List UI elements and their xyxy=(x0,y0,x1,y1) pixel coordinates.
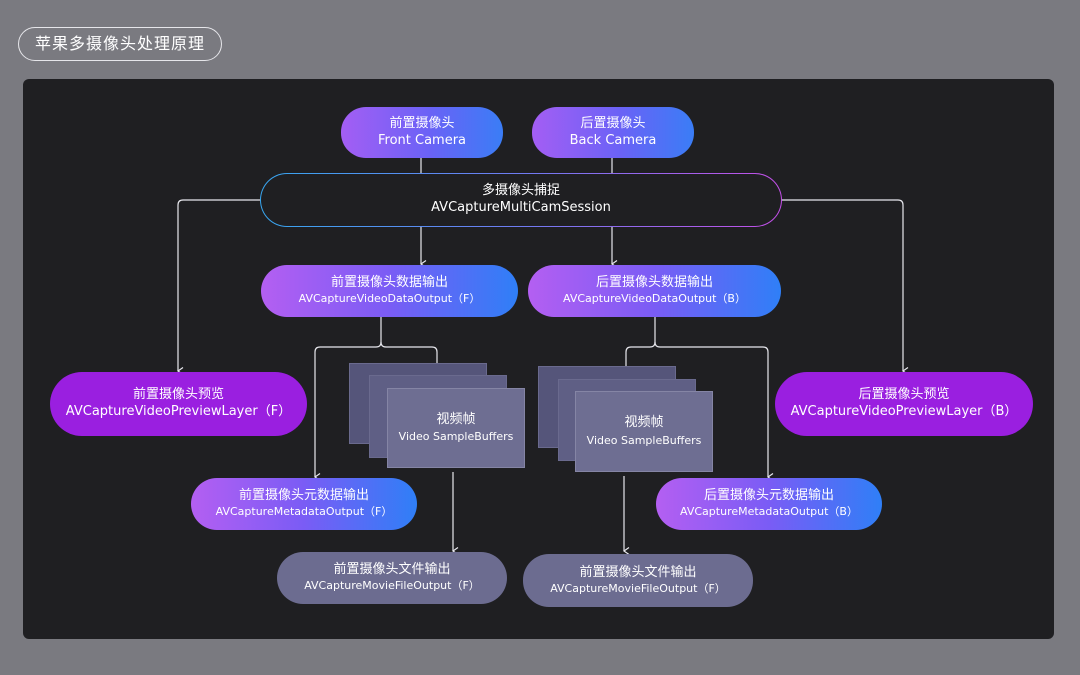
front-metadata-node: 前置摄像头元数据输出 AVCaptureMetadataOutput（F） xyxy=(191,478,417,530)
back-camera-node: 后置摄像头 Back Camera xyxy=(532,107,694,158)
back-frames-sublabel: Video SampleBuffers xyxy=(586,433,702,447)
front-preview-sublabel: AVCaptureVideoPreviewLayer（F） xyxy=(65,404,292,419)
front-metadata-label: 前置摄像头元数据输出 xyxy=(238,488,369,504)
back-data-output-sublabel: AVCaptureVideoDataOutput（B） xyxy=(563,292,746,306)
back-metadata-sublabel: AVCaptureMetadataOutput（B） xyxy=(680,505,858,519)
front-frames-text: 视频帧 Video SampleBuffers xyxy=(387,388,525,468)
front-file-output-node: 前置摄像头文件输出 AVCaptureMovieFileOutput（F） xyxy=(277,552,507,604)
back-file-output-node: 前置摄像头文件输出 AVCaptureMovieFileOutput（F） xyxy=(523,554,753,607)
front-file-output-sublabel: AVCaptureMovieFileOutput（F） xyxy=(304,579,480,593)
back-preview-node: 后置摄像头预览 AVCaptureVideoPreviewLayer（B） xyxy=(775,372,1033,436)
front-camera-label: 前置摄像头 xyxy=(389,115,455,131)
front-data-output-sublabel: AVCaptureVideoDataOutput（F） xyxy=(298,292,481,306)
back-frames-text: 视频帧 Video SampleBuffers xyxy=(575,391,713,472)
front-camera-sublabel: Front Camera xyxy=(377,132,467,148)
front-file-output-label: 前置摄像头文件输出 xyxy=(333,562,451,578)
back-preview-sublabel: AVCaptureVideoPreviewLayer（B） xyxy=(790,404,1018,419)
back-data-output-node: 后置摄像头数据输出 AVCaptureVideoDataOutput（B） xyxy=(528,265,781,317)
front-preview-node: 前置摄像头预览 AVCaptureVideoPreviewLayer（F） xyxy=(50,372,307,436)
front-frame-front xyxy=(387,388,525,468)
back-camera-label: 后置摄像头 xyxy=(580,115,646,131)
multicam-session-node: 多摄像头捕捉 AVCaptureMultiCamSession xyxy=(260,173,782,227)
front-metadata-sublabel: AVCaptureMetadataOutput（F） xyxy=(215,505,393,519)
front-camera-node: 前置摄像头 Front Camera xyxy=(341,107,503,158)
back-camera-sublabel: Back Camera xyxy=(569,132,657,148)
front-data-output-label: 前置摄像头数据输出 xyxy=(330,275,448,291)
back-file-output-sublabel: AVCaptureMovieFileOutput（F） xyxy=(550,581,726,595)
back-preview-label: 后置摄像头预览 xyxy=(858,387,950,403)
front-preview-label: 前置摄像头预览 xyxy=(132,387,224,403)
back-metadata-label: 后置摄像头元数据输出 xyxy=(703,488,834,504)
front-data-output-node: 前置摄像头数据输出 AVCaptureVideoDataOutput（F） xyxy=(261,265,518,317)
session-label: 多摄像头捕捉 xyxy=(481,183,560,199)
back-data-output-label: 后置摄像头数据输出 xyxy=(595,275,713,291)
back-metadata-node: 后置摄像头元数据输出 AVCaptureMetadataOutput（B） xyxy=(656,478,882,530)
back-file-output-label: 前置摄像头文件输出 xyxy=(579,564,697,580)
page-title: 苹果多摄像头处理原理 xyxy=(18,27,223,61)
front-frames-sublabel: Video SampleBuffers xyxy=(398,430,514,444)
back-frame-front xyxy=(575,391,713,472)
session-sublabel: AVCaptureMultiCamSession xyxy=(431,200,611,215)
back-frames-label: 视频帧 xyxy=(624,415,664,431)
front-frames-label: 视频帧 xyxy=(436,411,476,427)
